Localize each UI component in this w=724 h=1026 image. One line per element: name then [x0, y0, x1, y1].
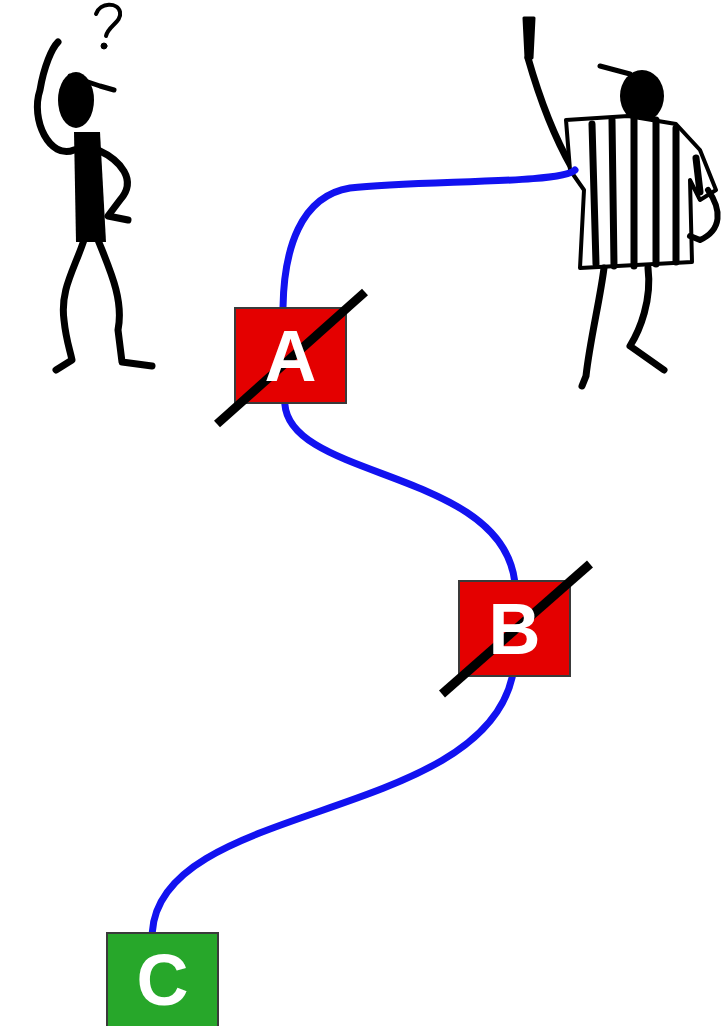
- letter-box: C: [106, 932, 219, 1026]
- letter-box: B: [458, 580, 571, 677]
- pointer-line: [283, 170, 575, 307]
- box-letter: C: [137, 944, 189, 1016]
- connector-line: [285, 404, 515, 580]
- referee-figure: [524, 18, 718, 386]
- box-letter: A: [265, 320, 317, 392]
- confused-figure: [37, 5, 152, 370]
- box-letter: B: [489, 593, 541, 665]
- letter-box: A: [234, 307, 347, 404]
- connector-line: [152, 677, 512, 932]
